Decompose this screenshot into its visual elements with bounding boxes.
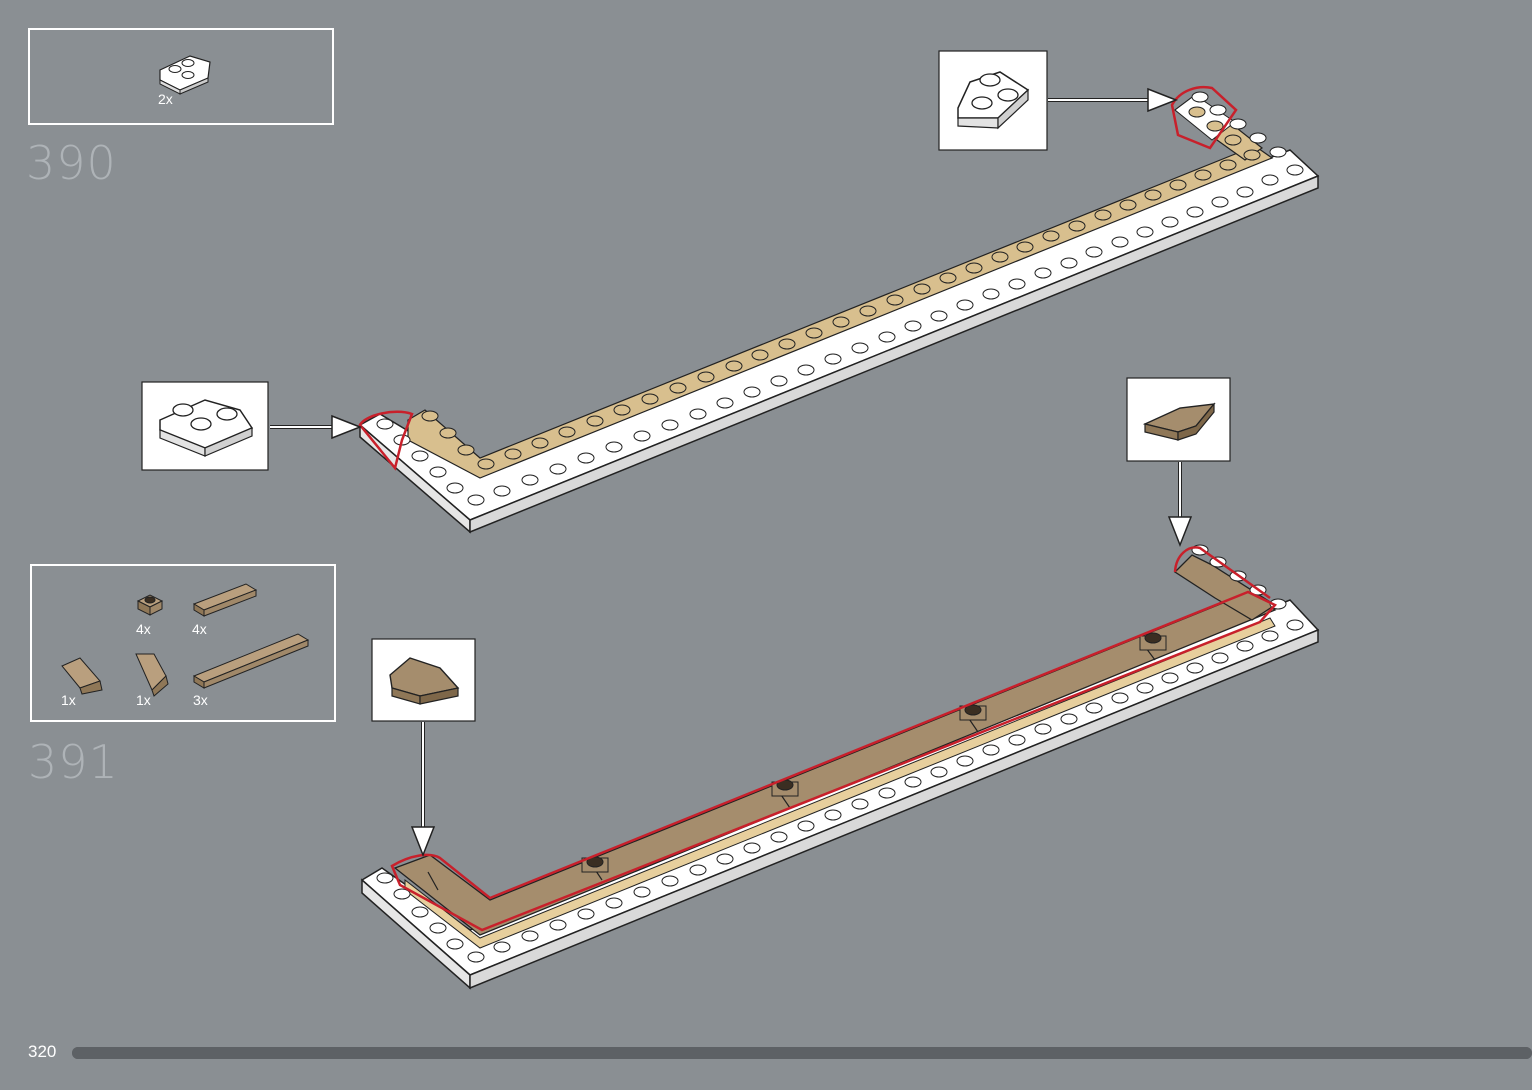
model-step-390 (360, 87, 1318, 532)
page-number: 320 (28, 1042, 56, 1062)
model-step-391 (362, 545, 1318, 988)
progress-bar (72, 1047, 1532, 1059)
progress-fill (72, 1047, 1532, 1059)
